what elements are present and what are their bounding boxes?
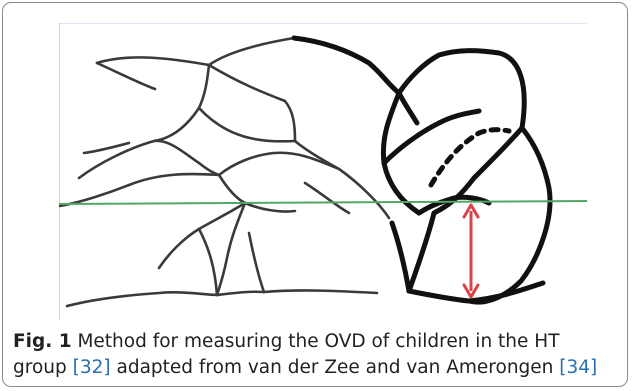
citation-link-34[interactable]: [34] [559,357,598,378]
dashed-occlusal-line [428,127,512,188]
figure-label: Fig. 1 [13,331,72,352]
ovd-measurement-arrow [462,203,480,299]
ovd-measurement-illustration [59,23,587,320]
caption-text-part-1: Method for measuring the OVD of children… [13,331,560,378]
citation-link-32[interactable]: [32] [72,357,111,378]
figure-frame: Fig. 1 Method for measuring the OVD of c… [2,2,628,387]
primary-molars-outline [291,35,553,305]
figure-caption: Fig. 1 Method for measuring the OVD of c… [13,329,613,381]
lower-teeth-outline [65,201,379,308]
caption-text-part-2: adapted from van der Zee and van Amerong… [116,357,554,378]
upper-teeth-outline [59,36,391,220]
reference-plane-line [59,200,587,205]
